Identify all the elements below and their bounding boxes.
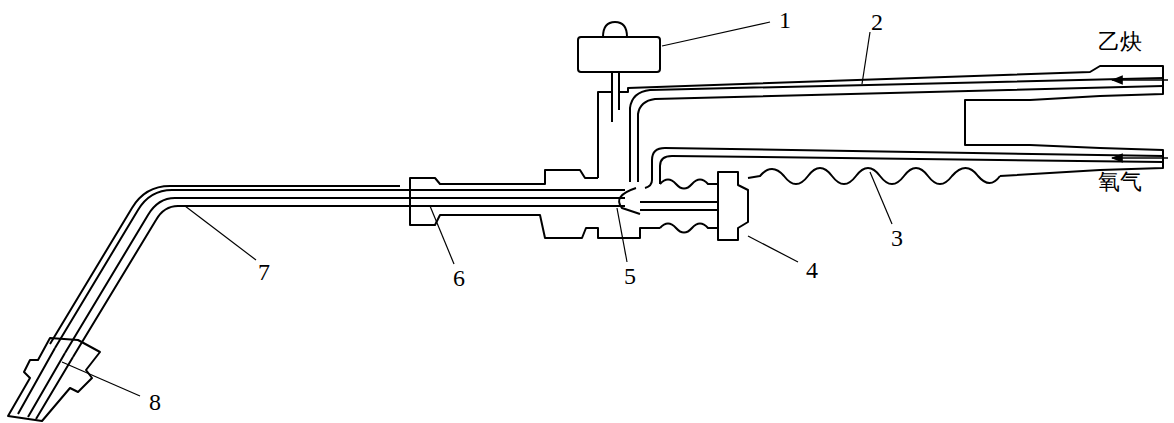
oxygen-tube bbox=[660, 156, 1163, 184]
leader-line bbox=[62, 362, 140, 396]
valve-stem bbox=[612, 72, 619, 122]
callout-number: 2 bbox=[871, 10, 883, 34]
leader-line bbox=[430, 206, 454, 264]
gas-label: 氧气 bbox=[1098, 171, 1142, 193]
leader-line bbox=[862, 32, 870, 84]
injector bbox=[619, 188, 640, 214]
callout-number: 4 bbox=[806, 258, 818, 282]
acetylene-valve bbox=[578, 37, 660, 72]
body-housing bbox=[410, 170, 660, 238]
callout-number: 5 bbox=[624, 264, 636, 288]
callout-number: 3 bbox=[891, 226, 903, 250]
acetylene-tube bbox=[638, 86, 1163, 182]
leader-line bbox=[662, 22, 770, 46]
valve-stem bbox=[640, 202, 718, 210]
callout-number: 8 bbox=[149, 390, 161, 414]
acetylene-tube bbox=[630, 78, 1163, 182]
valve-thread bbox=[660, 180, 718, 189]
gas-inlet-arrow bbox=[1112, 157, 1168, 159]
callout-number: 1 bbox=[779, 8, 791, 32]
welding-nozzle bbox=[8, 338, 100, 421]
oxygen-valve-knob bbox=[718, 172, 748, 240]
tube-outer bbox=[50, 186, 400, 344]
leader-line bbox=[748, 236, 798, 262]
leader-line bbox=[870, 172, 892, 224]
valve-cap bbox=[603, 22, 627, 37]
leader-line bbox=[185, 206, 256, 260]
callout-number: 6 bbox=[453, 266, 465, 290]
mixing-tube bbox=[73, 206, 625, 357]
leader-line bbox=[617, 208, 627, 262]
nozzle-bore bbox=[18, 348, 73, 419]
gas-inlet-arrow bbox=[1112, 79, 1168, 81]
valve-thread bbox=[660, 224, 718, 233]
callout-number: 7 bbox=[258, 260, 270, 284]
mixing-tube bbox=[65, 198, 625, 353]
gas-label: 乙炔 bbox=[1098, 31, 1142, 53]
mixing-tube bbox=[55, 190, 625, 348]
oxygen-tube bbox=[645, 148, 1163, 188]
